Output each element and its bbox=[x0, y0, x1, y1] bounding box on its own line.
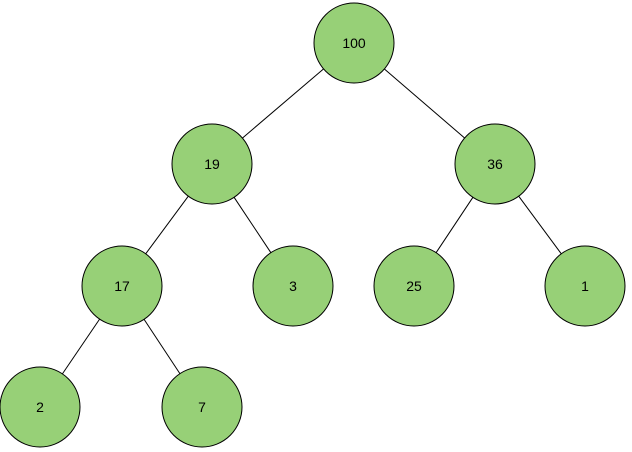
node-circle bbox=[171, 123, 253, 205]
tree-node-17: 17 bbox=[81, 245, 163, 327]
node-circle bbox=[373, 245, 455, 327]
tree-node-100: 100 bbox=[313, 2, 395, 84]
node-label: 100 bbox=[342, 35, 366, 51]
edge-n100-n19 bbox=[242, 68, 324, 139]
nodes-layer: 100 19 36 17 3 25 1 2 7 bbox=[0, 2, 626, 448]
node-circle bbox=[0, 366, 81, 448]
node-label: 17 bbox=[114, 278, 130, 294]
edges-layer bbox=[61, 68, 562, 375]
tree-node-2: 2 bbox=[0, 366, 81, 448]
tree-node-7: 7 bbox=[161, 366, 243, 448]
node-label: 36 bbox=[487, 156, 503, 172]
node-label: 7 bbox=[198, 399, 206, 415]
node-label: 1 bbox=[581, 278, 589, 294]
node-circle bbox=[313, 2, 395, 84]
node-label: 19 bbox=[204, 156, 220, 172]
tree-node-19: 19 bbox=[171, 123, 253, 205]
node-circle bbox=[252, 245, 334, 327]
edge-n36-n1 bbox=[518, 195, 562, 255]
node-circle bbox=[454, 123, 536, 205]
edge-n17-n2 bbox=[61, 318, 101, 375]
edge-n19-n17 bbox=[145, 195, 189, 255]
edge-n19-n3 bbox=[233, 197, 272, 253]
edge-n36-n25 bbox=[435, 197, 474, 253]
node-label: 2 bbox=[36, 399, 44, 415]
node-circle bbox=[161, 366, 243, 448]
tree-node-36: 36 bbox=[454, 123, 536, 205]
tree-node-3: 3 bbox=[252, 245, 334, 327]
node-label: 3 bbox=[289, 278, 297, 294]
edge-n17-n7 bbox=[143, 319, 181, 374]
tree-node-25: 25 bbox=[373, 245, 455, 327]
node-circle bbox=[544, 245, 626, 327]
node-label: 25 bbox=[406, 278, 422, 294]
edge-n100-n36 bbox=[384, 68, 465, 139]
node-circle bbox=[81, 245, 163, 327]
tree-node-1: 1 bbox=[544, 245, 626, 327]
